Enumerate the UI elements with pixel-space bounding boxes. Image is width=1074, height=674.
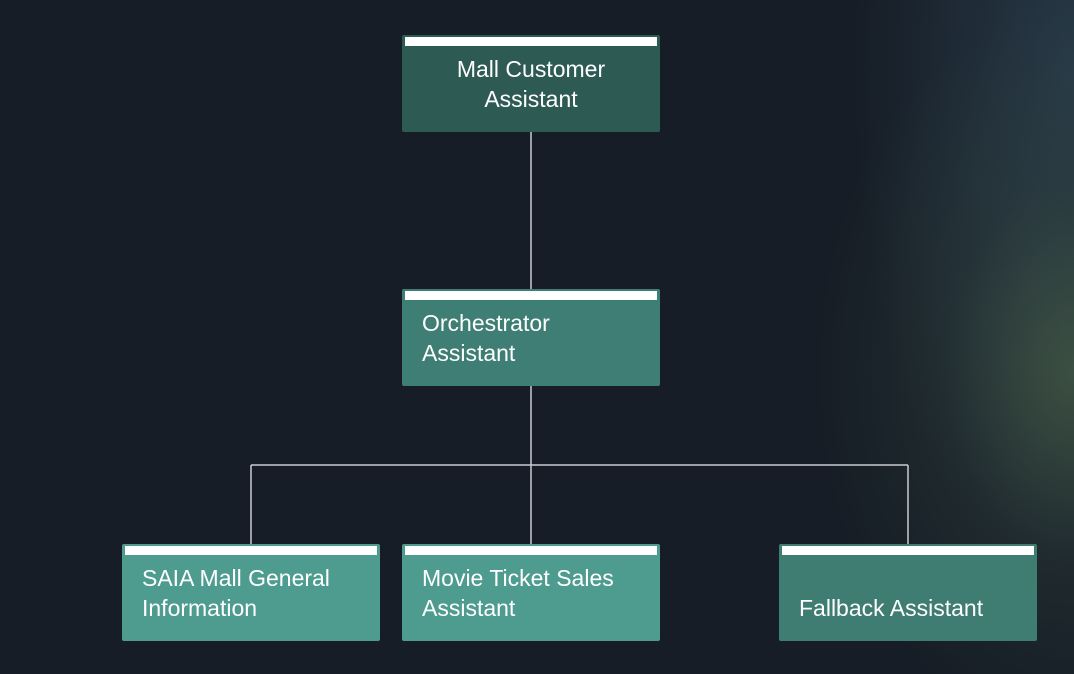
node-label: Mall Customer Assistant [416,54,646,114]
node-header-bar [782,546,1034,555]
node-label-line: SAIA Mall General [142,565,330,591]
node-header-bar [405,546,657,555]
node-label-line: Movie Ticket Sales [422,565,614,591]
node-label-line: Assistant [422,595,516,621]
node-label-line: Fallback Assistant [799,595,984,621]
node-header-bar [405,37,657,46]
node-orchestrator-assistant[interactable]: Orchestrator Assistant [402,289,660,386]
node-label-line: Assistant [422,340,516,366]
node-header-bar [405,291,657,300]
node-label-line: Assistant [484,86,578,112]
node-saia-mall-general-information[interactable]: SAIA Mall General Information [122,544,380,641]
node-movie-ticket-sales-assistant[interactable]: Movie Ticket Sales Assistant [402,544,660,641]
node-label-line: Orchestrator [422,310,550,336]
node-label: Orchestrator Assistant [422,308,646,368]
node-label-line: Information [142,595,258,621]
node-label-line: Mall Customer [456,56,606,82]
node-fallback-assistant[interactable]: Fallback Assistant [779,544,1037,641]
node-label: Movie Ticket Sales Assistant [422,563,646,623]
node-label: SAIA Mall General Information [142,563,366,623]
node-label: Fallback Assistant [799,593,1023,623]
node-header-bar [125,546,377,555]
node-mall-customer-assistant[interactable]: Mall Customer Assistant [402,35,660,132]
